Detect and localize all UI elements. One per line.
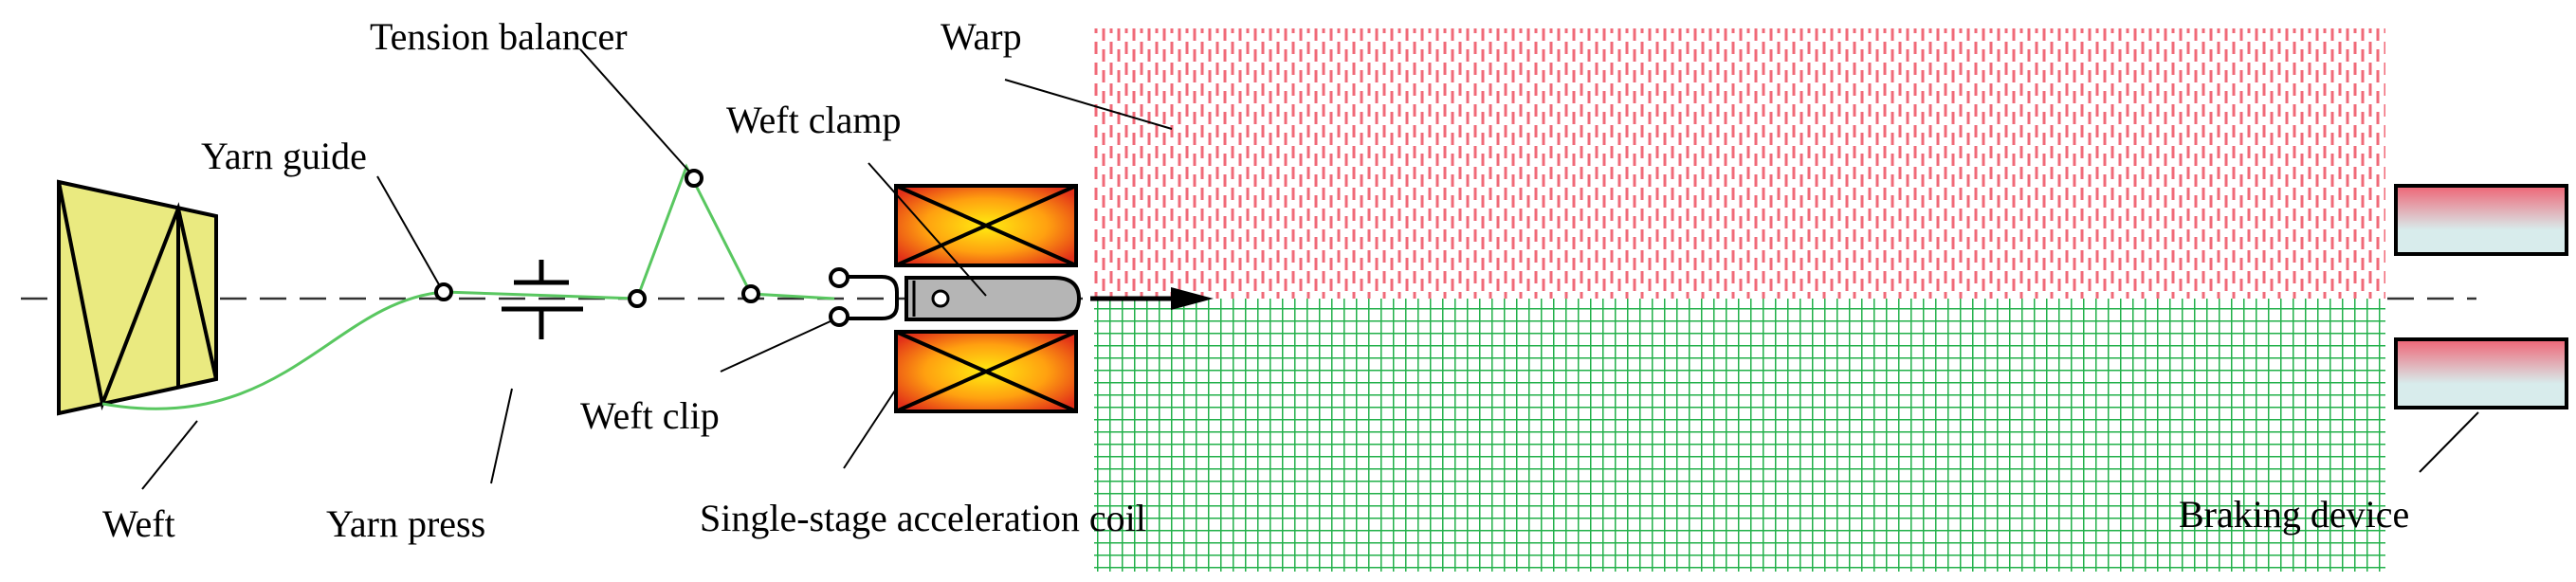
label-braking-device: Braking device	[2179, 493, 2409, 536]
label-tension-balancer: Tension balancer	[370, 15, 628, 58]
acceleration-coil-top	[894, 184, 1078, 267]
leader-warp	[1004, 79, 1173, 130]
label-yarn-press: Yarn press	[326, 502, 485, 545]
label-yarn-guide: Yarn guide	[201, 135, 367, 177]
tension-roller-top	[685, 169, 703, 188]
label-acceleration-coil: Single-stage acceleration coil	[700, 497, 1146, 539]
leader-weft	[141, 420, 198, 490]
yarn-press	[502, 260, 583, 339]
acceleration-coil-bottom	[894, 330, 1078, 413]
weft-bobbin	[57, 179, 218, 416]
leader-weft-clip	[720, 319, 833, 373]
weft-clamp	[904, 276, 1082, 321]
weft-grid-field	[1094, 299, 2385, 572]
tension-roller-left	[628, 289, 647, 308]
label-weft-clip: Weft clip	[580, 394, 720, 437]
braking-device-bottom	[2394, 337, 2568, 409]
leader-yarn-guide	[376, 175, 441, 287]
yarn-guide	[434, 282, 453, 301]
leader-braking-device	[2419, 411, 2479, 473]
leader-weft-clamp	[868, 162, 987, 297]
braking-device-top	[2394, 184, 2568, 256]
label-warp: Warp	[941, 15, 1022, 58]
leader-tension-balancer	[579, 48, 691, 173]
leader-acceleration-coil	[843, 390, 896, 469]
label-weft: Weft	[102, 502, 175, 545]
leader-yarn-press	[490, 388, 513, 484]
launch-arrow	[1090, 287, 1214, 310]
weft-clip	[829, 267, 899, 327]
warp-field	[1094, 28, 2385, 299]
label-weft-clamp: Weft clamp	[726, 99, 901, 141]
tension-roller-right	[741, 284, 760, 303]
